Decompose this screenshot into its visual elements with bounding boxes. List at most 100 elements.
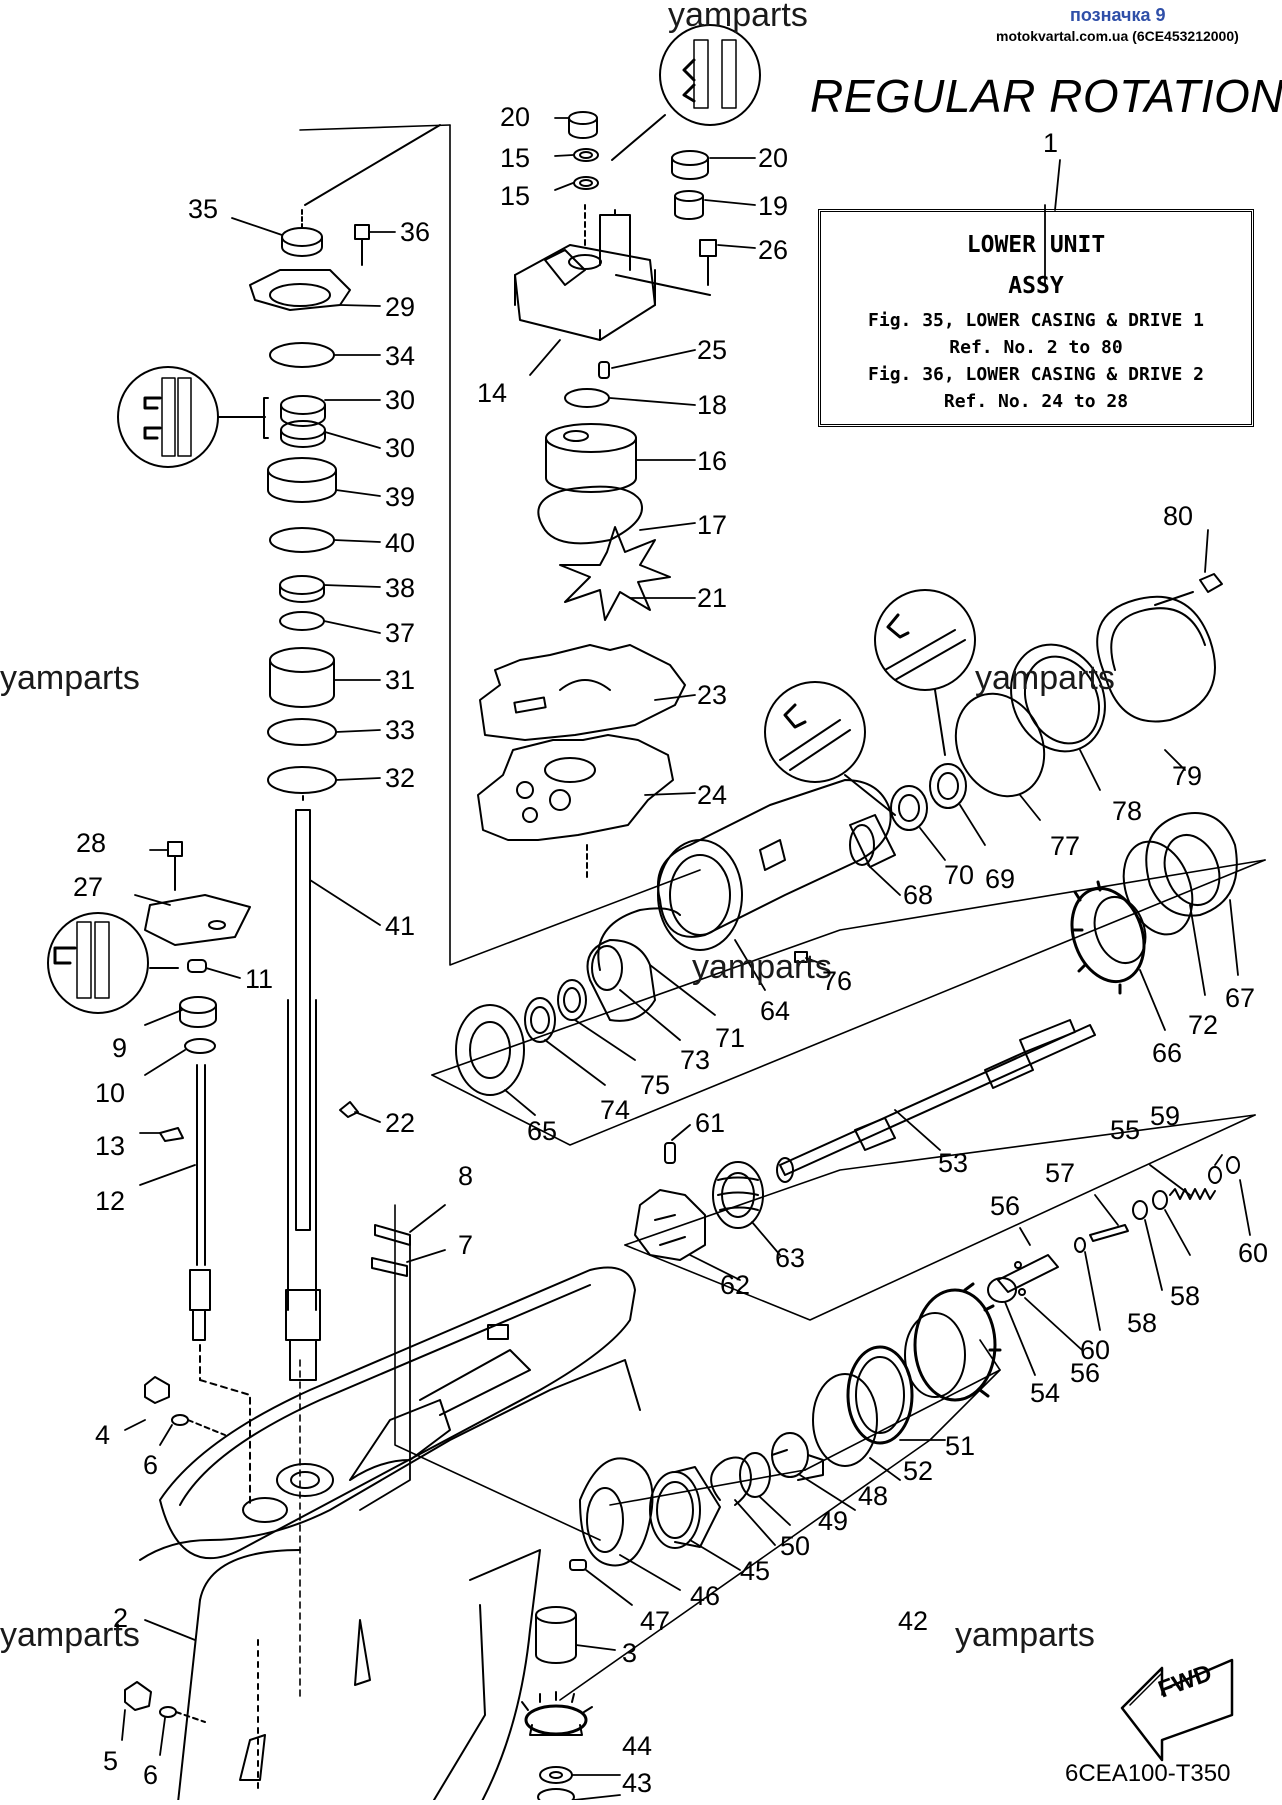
callout-13: 13: [95, 1131, 126, 1161]
callout-4: 4: [95, 1420, 111, 1450]
callout-15: 15: [500, 181, 531, 211]
drive-shaft-group: [117, 124, 441, 1381]
callout-20: 20: [500, 102, 531, 132]
assy-line-1: LOWER UNIT: [966, 232, 1106, 258]
callout-70: 70: [944, 860, 975, 890]
shift-rod-group: [47, 841, 251, 1506]
callout-5: 5: [103, 1746, 119, 1776]
callout-15: 15: [500, 143, 531, 173]
detail-circle-seal-icon: [117, 366, 219, 468]
callout-64: 64: [760, 996, 791, 1026]
callout-22: 22: [385, 1108, 416, 1138]
callout-38: 38: [385, 573, 416, 603]
callout-67: 67: [1225, 983, 1256, 1013]
callout-58: 58: [1170, 1281, 1201, 1311]
callout-12: 12: [95, 1186, 126, 1216]
badge-label: позначка 9: [1070, 5, 1166, 25]
fwd-arrow-icon: [1120, 1658, 1234, 1762]
callout-29: 29: [385, 292, 416, 322]
water-pump-group: [477, 24, 761, 881]
callout-17: 17: [697, 510, 728, 540]
title-ref-number: 1: [1043, 128, 1059, 158]
callout-24: 24: [697, 780, 728, 810]
propeller-shaft-group: [634, 1019, 1240, 1303]
callout-55: 55: [1110, 1115, 1141, 1145]
leader-lines: [121, 117, 1251, 1801]
callout-49: 49: [818, 1506, 849, 1536]
callout-18: 18: [697, 390, 728, 420]
assy-line-4: Ref. No. 2 to 80: [949, 337, 1123, 358]
callout-11: 11: [245, 964, 274, 994]
callout-35: 35: [188, 194, 219, 224]
callout-80: 80: [1163, 501, 1194, 531]
assy-reference-box: LOWER UNIT ASSY Fig. 35, LOWER CASING & …: [818, 209, 1254, 427]
callout-10: 10: [95, 1078, 126, 1108]
callout-79: 79: [1172, 761, 1203, 791]
callout-52: 52: [903, 1456, 934, 1486]
callout-57: 57: [1045, 1158, 1076, 1188]
callout-25: 25: [697, 335, 728, 365]
watermark-right-middle: yamparts: [975, 659, 1115, 697]
callout-74: 74: [600, 1095, 631, 1125]
detail-circle-clip-icon: [874, 589, 976, 691]
callout-50: 50: [780, 1531, 811, 1561]
watermark-left-bottom: yamparts: [0, 1616, 140, 1654]
callout-78: 78: [1112, 796, 1143, 826]
callout-39: 39: [385, 482, 416, 512]
lower-casing: [124, 1224, 641, 1805]
callout-6: 6: [143, 1760, 159, 1790]
callout-8: 8: [458, 1161, 474, 1191]
callout-47: 47: [640, 1606, 671, 1636]
detail-circle-seal-icon: [659, 24, 761, 126]
callout-68: 68: [903, 880, 934, 910]
callout-20: 20: [758, 143, 789, 173]
callout-19: 19: [758, 191, 789, 221]
callout-72: 72: [1188, 1010, 1219, 1040]
assy-line-3: Fig. 35, LOWER CASING & DRIVE 1: [868, 310, 1204, 331]
callout-16: 16: [697, 446, 728, 476]
callout-7: 7: [458, 1230, 474, 1260]
callout-40: 40: [385, 528, 416, 558]
callout-34: 34: [385, 341, 416, 371]
callout-42: 42: [898, 1606, 929, 1636]
callout-45: 45: [740, 1556, 771, 1586]
callout-14: 14: [477, 378, 508, 408]
callout-2: 2: [113, 1603, 129, 1633]
callout-27: 27: [73, 872, 104, 902]
detail-circle-seal-icon: [47, 912, 149, 1014]
propeller-shaft-housing-group: [455, 573, 1238, 1096]
callout-60: 60: [1080, 1335, 1111, 1365]
callout-46: 46: [690, 1581, 721, 1611]
callout-30: 30: [385, 385, 416, 415]
gear-pinion-group: [521, 1282, 1002, 1805]
callout-65: 65: [527, 1116, 558, 1146]
watermark-right-bottom: yamparts: [955, 1616, 1095, 1654]
drawing-code: 6CEA100-T350: [1065, 1760, 1231, 1787]
badge-site: motokvartal.com.ua (6CE453212000): [996, 28, 1239, 44]
callout-60: 60: [1238, 1238, 1269, 1268]
frame-lines: [299, 124, 1266, 1701]
callout-54: 54: [1030, 1378, 1061, 1408]
assy-line-5: Fig. 36, LOWER CASING & DRIVE 2: [868, 364, 1204, 385]
callout-23: 23: [697, 680, 728, 710]
callout-31: 31: [385, 665, 416, 695]
callout-48: 48: [858, 1481, 889, 1511]
callout-56: 56: [990, 1191, 1021, 1221]
callout-30: 30: [385, 433, 416, 463]
callout-71: 71: [715, 1023, 746, 1053]
callout-28: 28: [76, 828, 107, 858]
watermark-top: yamparts: [668, 0, 808, 34]
callout-33: 33: [385, 715, 416, 745]
callout-9: 9: [112, 1033, 128, 1063]
callout-66: 66: [1152, 1038, 1183, 1068]
callout-69: 69: [985, 864, 1016, 894]
watermark-left-middle: yamparts: [0, 659, 140, 697]
callout-75: 75: [640, 1070, 671, 1100]
callout-21: 21: [697, 583, 728, 613]
callout-59: 59: [1150, 1101, 1181, 1131]
watermark-center: yamparts: [692, 948, 832, 986]
callout-32: 32: [385, 763, 416, 793]
callout-41: 41: [385, 911, 416, 941]
